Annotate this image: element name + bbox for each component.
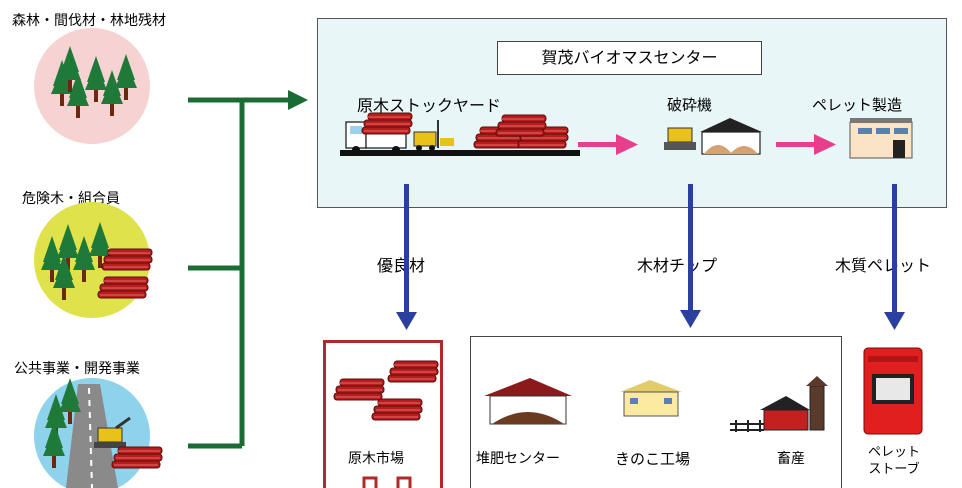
dest-label-pellet-stove: ペレット ストーブ — [862, 444, 926, 478]
market-box-notch — [362, 476, 412, 488]
chip-users-box — [470, 336, 842, 488]
process-arrow-2 — [776, 134, 836, 155]
dest-label-compost-center: 堆肥センター — [476, 451, 560, 467]
crusher-icon — [664, 118, 762, 155]
process-arrow-1 — [578, 134, 638, 155]
log-market-box — [323, 340, 443, 488]
output-arrow-wood-chips — [680, 184, 701, 328]
pellet-stove-icon — [863, 347, 923, 435]
input-arrowhead-icon — [288, 90, 308, 110]
dest-label-mushroom-factory: きのこ工場 — [615, 450, 691, 468]
compost-center-icon — [484, 378, 572, 425]
livestock-barn-icon — [730, 376, 828, 432]
output-arrow-wood-pellets — [884, 184, 905, 330]
flow-label-wood-chips: 木材チップ — [637, 256, 718, 275]
input-connector — [188, 97, 290, 449]
dest-label-log-market: 原木市場 — [348, 451, 404, 467]
public-works-circle-icon — [34, 378, 163, 488]
stage-label-pellet-production: ペレット製造 — [812, 96, 903, 114]
log-stockyard-icon — [340, 112, 580, 156]
source-label-public-works: 公共事業・開発事業 — [14, 361, 140, 377]
pellet-factory-icon — [849, 118, 913, 159]
stove-label-line1: ペレット — [867, 445, 920, 460]
forest-circle-icon — [34, 28, 150, 144]
stage-label-crusher: 破砕機 — [667, 96, 713, 114]
stage-label-log-stockyard: 原木ストックヤード — [357, 96, 502, 115]
flow-label-wood-pellets: 木質ペレット — [835, 256, 932, 275]
dest-label-livestock: 畜産 — [777, 451, 805, 467]
biomass-center-title: 賀茂バイオマスセンター — [497, 41, 762, 75]
mushroom-factory-icon — [620, 380, 682, 417]
flow-label-quality-timber: 優良材 — [377, 256, 426, 275]
source-label-forest: 森林・間伐材・林地残材 — [12, 13, 166, 29]
hazard-trees-circle-icon — [34, 202, 153, 318]
log-market-logs-icon — [333, 360, 439, 421]
stove-label-line2: ストーブ — [868, 462, 920, 477]
output-arrow-quality-timber — [396, 184, 417, 330]
